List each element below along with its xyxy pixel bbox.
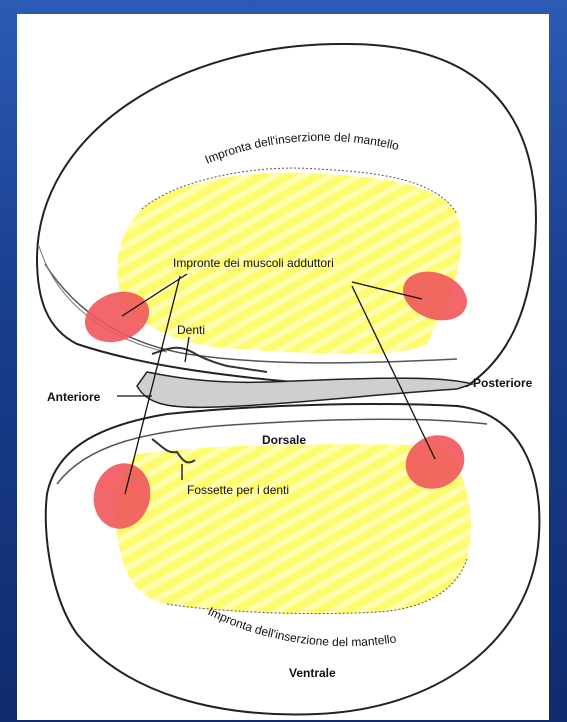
bivalve-shell-diagram: Impronta dell'inserzione del mantello Im… bbox=[17, 14, 549, 720]
figure-panel: Impronta dell'inserzione del mantello Im… bbox=[17, 14, 549, 720]
label-teeth: Denti bbox=[177, 323, 205, 337]
label-posterior: Posteriore bbox=[473, 376, 533, 390]
label-adductors: Impronte dei muscoli adduttori bbox=[173, 256, 334, 270]
label-dorsal: Dorsale bbox=[262, 433, 306, 447]
label-ventral: Ventrale bbox=[289, 666, 336, 680]
label-sockets: Fossette per i denti bbox=[187, 483, 289, 497]
label-anterior: Anteriore bbox=[47, 390, 101, 404]
